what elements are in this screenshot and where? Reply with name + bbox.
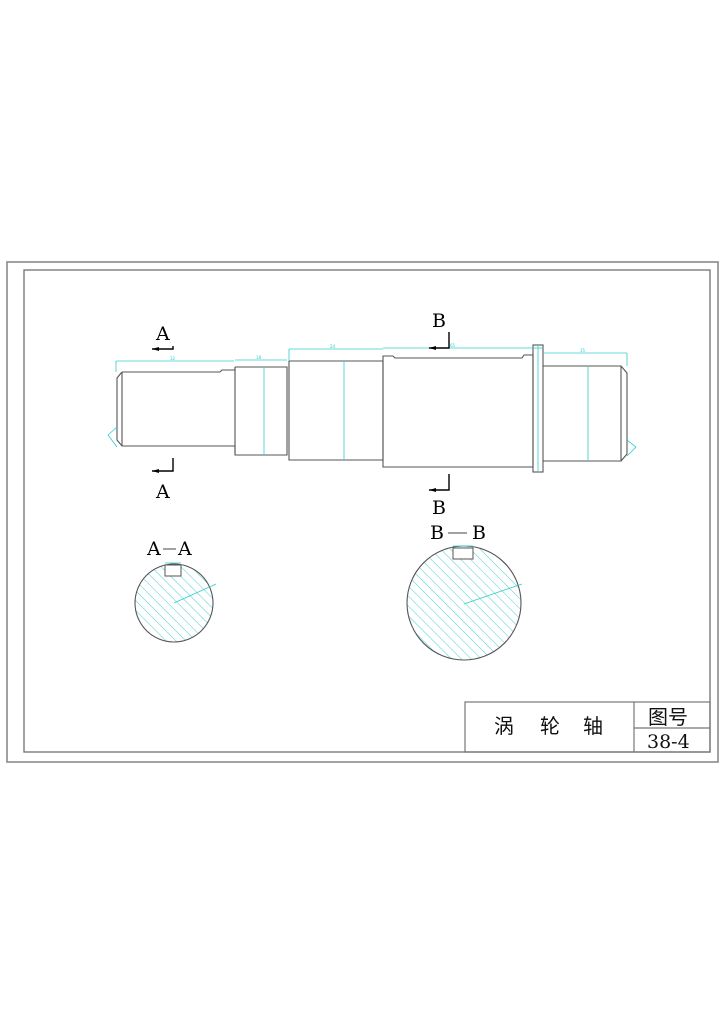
svg-text:32: 32 (170, 356, 176, 361)
shaft-section-1 (116, 367, 236, 453)
drawing-number-label: 图号 (648, 705, 688, 729)
shaft-section-2 (234, 366, 288, 456)
shaft-section-3 (288, 360, 384, 461)
shaft-section-right (543, 365, 628, 462)
svg-text:24: 24 (330, 344, 336, 349)
drawing-border (6, 261, 719, 763)
cut-label-a-top: A (155, 323, 170, 345)
title-block: 涡 轮 轴 图号 38-4 (464, 701, 711, 753)
part-name-char-2: 轮 (540, 714, 560, 738)
svg-text:18: 18 (256, 355, 262, 360)
inner-frame (23, 269, 711, 753)
section-bb-circle (406, 545, 522, 661)
cut-label-a-bottom: A (155, 481, 170, 503)
svg-text:65: 65 (450, 343, 456, 348)
cut-label-b-bottom: B (432, 497, 446, 519)
shaft-section-4 (382, 354, 534, 468)
section-label-bb-right: B (472, 522, 486, 544)
section-cut-b: B B (429, 310, 450, 519)
part-name-char-1: 涡 (494, 714, 514, 738)
section-label-aa-right: A (177, 538, 192, 560)
dimension-lines: 32 18 24 65 35 (107, 343, 637, 461)
svg-text:35: 35 (580, 348, 586, 353)
section-view-bb: B B (406, 522, 523, 661)
section-label-bb-left: B (430, 522, 444, 544)
section-label-aa-left: A (146, 538, 161, 560)
drawing-number-value: 38-4 (647, 731, 690, 753)
section-view-aa: A A (134, 538, 217, 643)
keyway-aa (164, 564, 182, 577)
section-cut-a: A A (152, 323, 174, 503)
outer-frame (6, 261, 719, 763)
keyway-bb (452, 547, 474, 560)
cut-label-b-top: B (432, 310, 446, 332)
shaft-main-view (116, 344, 628, 473)
part-name-char-3: 轴 (583, 714, 603, 738)
